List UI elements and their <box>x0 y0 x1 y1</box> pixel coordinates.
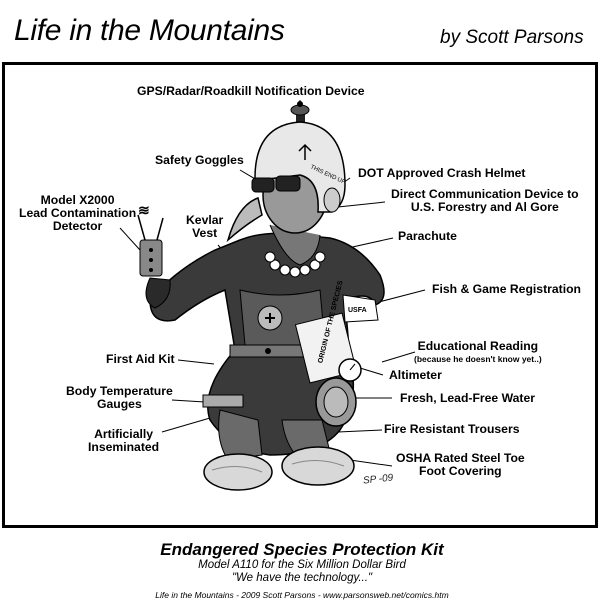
label-comm-line2: U.S. Forestry and Al Gore <box>410 200 559 214</box>
crash-helmet <box>254 121 346 213</box>
collar-ruff <box>264 251 326 278</box>
label-kevlar-vest: Kevlar Vest <box>186 214 223 240</box>
label-altimeter: Altimeter <box>389 368 442 382</box>
label-body-temp-line1: Body Temperature <box>66 384 173 398</box>
label-trousers: Fire Resistant Trousers <box>384 422 520 436</box>
label-educational-reading: Educational Reading (because he doesn't … <box>414 340 542 366</box>
label-model-line1: Model X2000 <box>40 193 115 207</box>
label-kevlar-line1: Kevlar <box>186 213 224 227</box>
lead-detector: ≋ <box>137 202 164 277</box>
label-osha-boots: OSHA Rated Steel Toe Foot Covering <box>396 452 525 478</box>
svg-text:≋: ≋ <box>138 202 150 218</box>
author-byline: by Scott Parsons <box>440 27 584 48</box>
label-comm-device: Direct Communication Device to U.S. Fore… <box>391 188 579 214</box>
steel-toe-boots <box>203 446 355 491</box>
leader-lines <box>119 100 426 467</box>
safety-goggles <box>251 175 301 193</box>
comic-title: Life in the Mountains <box>14 14 285 47</box>
gps-antenna <box>290 101 310 128</box>
label-goggles: Safety Goggles <box>155 153 244 167</box>
label-insem-line2: Inseminated <box>88 440 160 454</box>
caption-subtitle: Model A110 for the Six Million Dollar Bi… <box>198 559 406 571</box>
label-reading: Educational Reading <box>417 339 539 353</box>
label-lead-detector: Model X2000 Lead Contamination Detector <box>19 194 136 233</box>
label-first-aid: First Aid Kit <box>106 352 175 366</box>
label-parachute: Parachute <box>398 229 457 243</box>
label-helmet: DOT Approved Crash Helmet <box>358 166 526 180</box>
label-kevlar-line2: Vest <box>192 226 218 240</box>
label-osha-line2: Foot Covering <box>419 464 502 478</box>
label-body-temperature: Body Temperature Gauges <box>66 385 173 411</box>
label-water: Fresh, Lead-Free Water <box>400 391 536 405</box>
temperature-gauges <box>202 394 244 408</box>
credit-line: Life in the Mountains - 2009 Scott Parso… <box>155 590 449 600</box>
label-inseminated: Artificially Inseminated <box>88 428 159 454</box>
turkey-beak <box>226 197 263 243</box>
label-comm-line1: Direct Communication Device to <box>391 187 579 201</box>
label-osha-line1: OSHA Rated Steel Toe <box>396 451 525 465</box>
label-fish-game: Fish & Game Registration <box>432 282 581 296</box>
label-model-line3: Detector <box>52 219 103 233</box>
caption-title: Endangered Species Protection Kit <box>160 540 444 559</box>
label-gps: GPS/Radar/Roadkill Notification Device <box>137 84 365 98</box>
svg-text:USFA: USFA <box>348 307 367 314</box>
label-model-line2: Lead Contamination <box>19 206 137 220</box>
label-body-temp-line2: Gauges <box>97 397 142 411</box>
usfa-armband: USFA <box>342 294 379 323</box>
caption-quote: "We have the technology..." <box>231 572 373 584</box>
label-insem-line1: Artificially <box>94 427 154 441</box>
label-reading-note: (because he doesn't know yet..) <box>414 354 542 364</box>
